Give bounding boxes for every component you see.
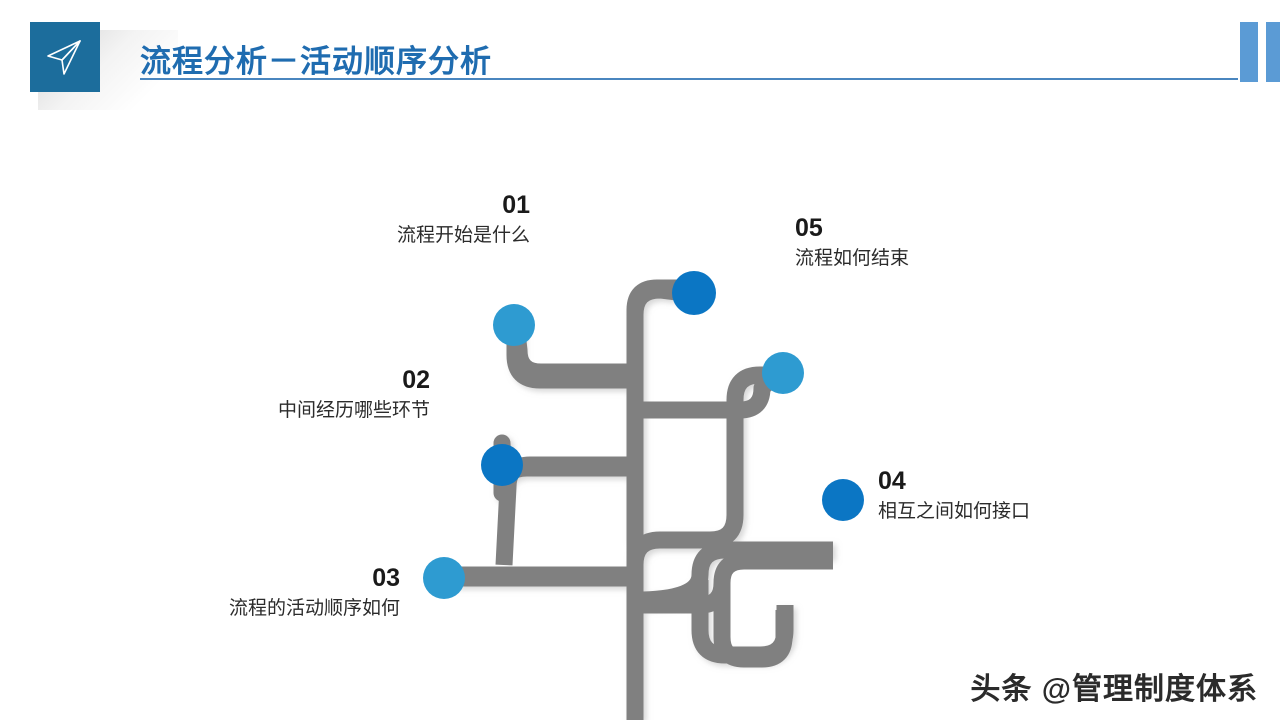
label-04: 04 相互之间如何接口 — [878, 466, 1138, 524]
label-01-caption: 流程开始是什么 — [396, 225, 530, 247]
node-01[interactable] — [672, 271, 716, 315]
corner-accent-bar-2 — [1266, 22, 1280, 82]
process-tree-diagram — [0, 110, 1280, 720]
watermark: 头条 @管理制度体系 — [970, 673, 1258, 706]
slide-header: 流程分析－活动顺序分析 — [0, 0, 1280, 110]
node-03[interactable] — [481, 444, 523, 486]
node-05[interactable] — [762, 352, 804, 394]
label-04-number: 04 — [878, 467, 906, 495]
tree-nodes — [423, 271, 864, 599]
label-03-number: 03 — [372, 564, 400, 592]
node-02[interactable] — [493, 304, 535, 346]
title-underline — [140, 78, 1238, 80]
label-02: 02 中间经历哪些环节 — [180, 365, 430, 423]
node-04[interactable] — [822, 479, 864, 521]
label-05-number: 05 — [795, 214, 823, 242]
label-05-caption: 流程如何结束 — [795, 248, 910, 270]
label-01: 01 流程开始是什么 — [290, 190, 530, 248]
tree-branches-detail — [456, 279, 833, 720]
page-title: 流程分析－活动顺序分析 — [140, 44, 492, 79]
node-06[interactable] — [423, 557, 465, 599]
paper-plane-icon — [42, 34, 88, 80]
label-02-caption: 中间经历哪些环节 — [277, 400, 430, 422]
label-03-caption: 流程的活动顺序如何 — [228, 598, 400, 620]
label-02-number: 02 — [402, 366, 430, 394]
label-04-caption: 相互之间如何接口 — [878, 501, 1031, 523]
label-03: 03 流程的活动顺序如何 — [150, 563, 400, 621]
corner-accent-bar-1 — [1240, 22, 1258, 82]
label-05: 05 流程如何结束 — [795, 213, 1055, 271]
logo-badge — [30, 22, 100, 92]
label-01-number: 01 — [502, 191, 530, 219]
